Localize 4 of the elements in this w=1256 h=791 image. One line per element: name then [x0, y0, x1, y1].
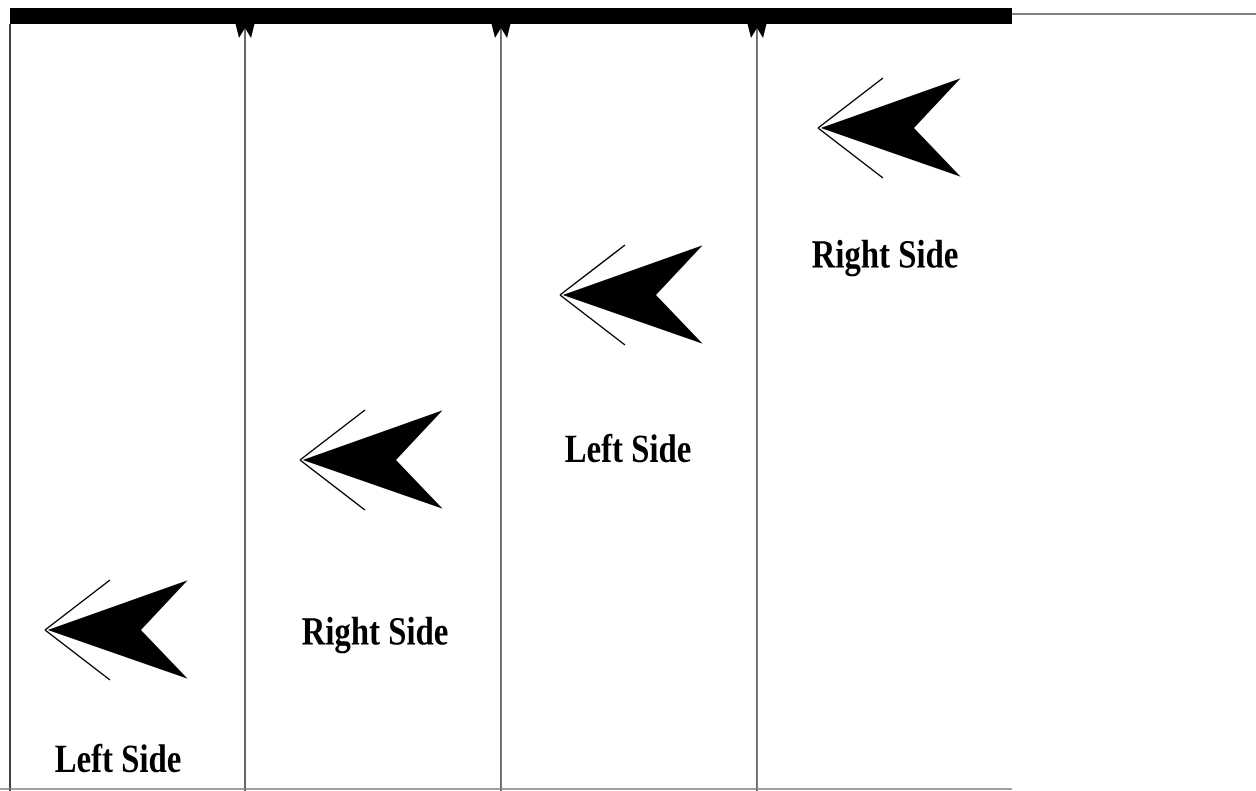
side-label: Right Side	[812, 239, 958, 277]
side-label: Right Side	[302, 616, 448, 654]
side-label: Left Side	[565, 433, 691, 463]
side-label: Left Side	[55, 743, 181, 773]
